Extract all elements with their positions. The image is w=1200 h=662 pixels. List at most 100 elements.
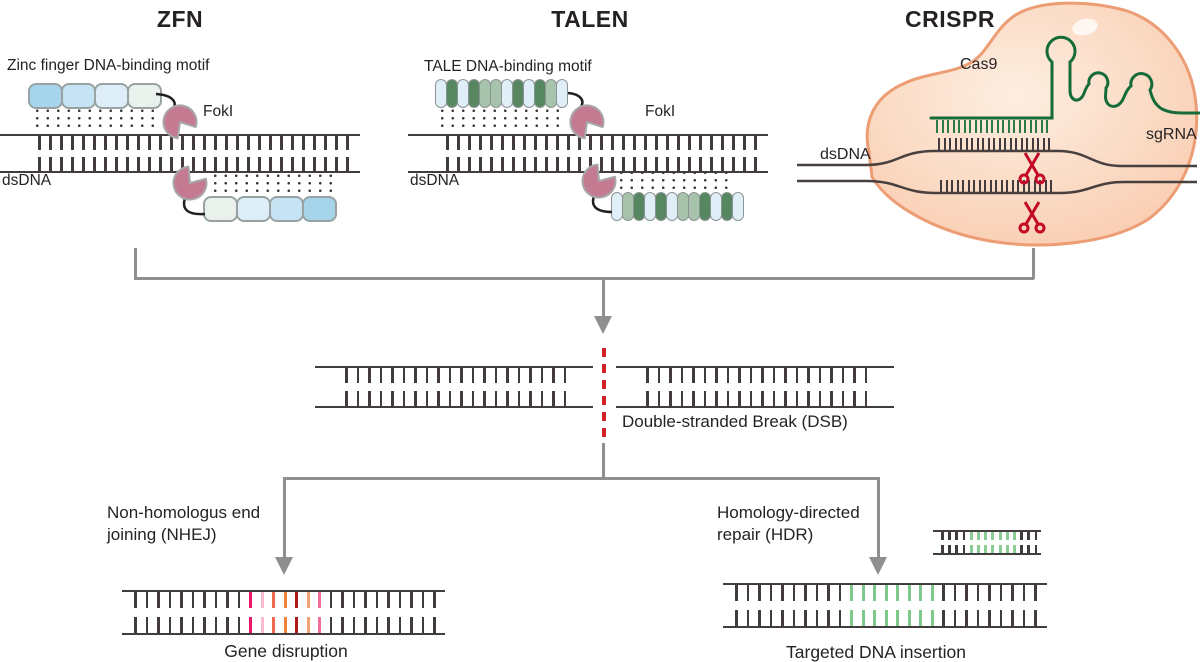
base-pair-tick bbox=[896, 610, 899, 626]
base-pair-tick bbox=[1011, 585, 1014, 601]
base-pair-tick bbox=[402, 368, 405, 383]
tale-repeats-top bbox=[434, 79, 568, 108]
base-pair-tick bbox=[600, 157, 603, 171]
base-pair-tick bbox=[611, 157, 614, 171]
dsb-label: Double-stranded Break (DSB) bbox=[622, 412, 848, 431]
base-pair-tick bbox=[387, 592, 390, 608]
base-pair-tick bbox=[1029, 120, 1032, 133]
scissors-icon bbox=[1018, 201, 1046, 234]
base-pair-tick bbox=[181, 157, 184, 171]
base-pair-tick bbox=[148, 136, 151, 150]
base-pair-tick bbox=[818, 368, 821, 383]
base-pair-tick bbox=[930, 585, 934, 601]
motif-unit bbox=[127, 83, 162, 109]
base-pair-tick bbox=[1024, 120, 1027, 133]
base-pair-tick bbox=[1022, 585, 1025, 601]
base-pair-tick bbox=[680, 368, 683, 383]
base-pair-tick bbox=[214, 136, 217, 150]
base-pair-tick bbox=[749, 391, 752, 406]
base-pair-tick bbox=[960, 138, 963, 151]
base-pair-tick bbox=[838, 610, 841, 626]
motif-unit bbox=[94, 83, 129, 109]
base-pair-tick bbox=[329, 617, 332, 633]
talen-title: TALEN bbox=[551, 6, 629, 32]
base-pair-tick bbox=[841, 368, 844, 383]
base-pair-tick bbox=[989, 180, 992, 193]
base-pair-tick bbox=[192, 136, 195, 150]
talen-foki-label: FokI bbox=[645, 103, 676, 120]
base-pair-tick bbox=[976, 610, 979, 626]
base-pair-tick bbox=[965, 585, 968, 601]
base-pair-tick bbox=[991, 545, 995, 553]
base-pair-tick bbox=[974, 120, 977, 133]
base-pair-tick bbox=[622, 157, 625, 171]
motif-unit bbox=[269, 196, 304, 222]
base-pair-tick bbox=[1004, 138, 1007, 151]
base-pair-tick bbox=[978, 180, 981, 193]
base-pair-tick bbox=[973, 180, 976, 193]
base-pair-tick bbox=[980, 120, 983, 133]
base-pair-tick bbox=[991, 532, 995, 540]
base-pair-tick bbox=[998, 545, 1002, 553]
zfn-dsdna bbox=[0, 134, 360, 173]
base-pair-tick bbox=[437, 391, 440, 406]
zfn-title: ZFN bbox=[156, 6, 204, 32]
base-pair-tick bbox=[1005, 532, 1009, 540]
base-pair-tick bbox=[1040, 120, 1043, 133]
base-pair-tick bbox=[379, 368, 382, 383]
base-pair-tick bbox=[991, 120, 994, 133]
base-pair-tick bbox=[666, 136, 669, 150]
base-pair-tick bbox=[313, 136, 316, 150]
base-pair-tick bbox=[1000, 180, 1003, 193]
base-pair-tick bbox=[446, 157, 449, 171]
base-pair-tick bbox=[688, 136, 691, 150]
base-pair-tick bbox=[236, 136, 239, 150]
base-pair-tick bbox=[953, 610, 956, 626]
base-pair-tick bbox=[938, 138, 941, 151]
base-pair-tick bbox=[556, 136, 559, 150]
base-pair-tick bbox=[936, 120, 939, 133]
motif-unit bbox=[302, 196, 337, 222]
motif-unit bbox=[555, 79, 568, 108]
base-pair-tick bbox=[352, 592, 355, 608]
base-pair-tick bbox=[191, 592, 194, 608]
binding-dots bbox=[210, 172, 332, 194]
base-pair-tick bbox=[448, 368, 451, 383]
base-pair-tick bbox=[611, 136, 614, 150]
base-pair-tick bbox=[269, 136, 272, 150]
base-pair-tick bbox=[203, 592, 206, 608]
base-pair-tick bbox=[622, 136, 625, 150]
base-pair-tick bbox=[258, 136, 261, 150]
base-pair-tick bbox=[345, 391, 348, 406]
base-pair-tick bbox=[746, 610, 749, 626]
base-pair-tick bbox=[669, 368, 672, 383]
base-pair-tick bbox=[947, 120, 950, 133]
base-pair-tick bbox=[295, 592, 298, 608]
base-pair-tick bbox=[969, 532, 973, 540]
base-pair-tick bbox=[795, 391, 798, 406]
base-pair-tick bbox=[341, 617, 344, 633]
base-pair-tick bbox=[941, 545, 944, 553]
base-pair-tick bbox=[1005, 545, 1009, 553]
base-pair-tick bbox=[735, 585, 738, 601]
base-pair-tick bbox=[260, 592, 264, 608]
base-pair-tick bbox=[743, 157, 746, 171]
nhej-label-line2: joining (NHEJ) bbox=[107, 525, 217, 544]
base-pair-tick bbox=[985, 120, 988, 133]
base-pair-tick bbox=[919, 585, 922, 601]
base-pair-tick bbox=[969, 120, 972, 133]
base-pair-tick bbox=[977, 545, 980, 553]
base-pair-tick bbox=[134, 617, 137, 633]
base-pair-tick bbox=[272, 592, 275, 608]
base-pair-tick bbox=[940, 180, 943, 193]
base-pair-tick bbox=[703, 368, 706, 383]
base-pair-tick bbox=[830, 368, 833, 383]
base-pair-tick bbox=[468, 136, 471, 150]
base-pair-tick bbox=[781, 610, 784, 626]
base-pair-tick bbox=[784, 368, 787, 383]
base-pair-tick bbox=[795, 368, 798, 383]
base-pair-tick bbox=[170, 157, 173, 171]
base-pair-tick bbox=[1046, 120, 1049, 133]
base-pair-tick bbox=[421, 617, 424, 633]
targeted-insertion-label: Targeted DNA insertion bbox=[786, 642, 966, 662]
